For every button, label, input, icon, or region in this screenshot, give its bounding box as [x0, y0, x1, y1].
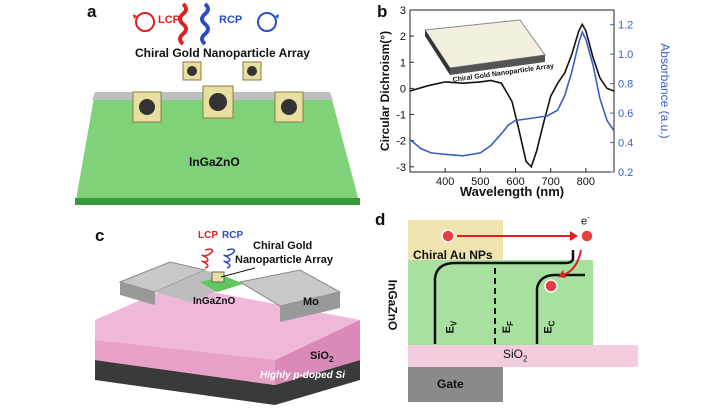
chart-ticks: 400 500 600 700 800 -3 -2 -1 0 1 2 3 0.2 0.4 0.6 0.8 1.0…	[396, 5, 633, 188]
rcp-circular-arrow-icon	[257, 12, 279, 32]
y2-tick-label: 1.0	[618, 49, 633, 61]
array-title-line2: Nanoparticle Array	[235, 254, 334, 266]
oxide-subscript: 2	[328, 355, 334, 365]
electron-icon-free	[580, 229, 594, 243]
y-tick-label: -3	[396, 162, 406, 174]
ec-subscript: C	[547, 320, 557, 327]
sio2-subscript: 2	[523, 354, 528, 364]
np-region	[408, 220, 503, 260]
y-tick-label: 3	[400, 5, 406, 17]
ef-label: EF	[501, 321, 515, 333]
y-tick-label: -2	[396, 136, 406, 148]
panel-b-label: b	[377, 2, 388, 21]
panel-d-label: d	[375, 210, 386, 229]
nanoparticle-cube-5	[242, 61, 262, 81]
electron-text: e	[581, 215, 588, 228]
np-array-square	[211, 271, 225, 283]
y-tick-label: 2	[400, 31, 406, 43]
channel-label: InGaZnO	[193, 296, 236, 307]
electron-icon-np	[441, 229, 455, 243]
y2-tick-label: 0.4	[618, 138, 633, 150]
x-tick-label: 500	[471, 176, 489, 188]
chart-series	[409, 22, 615, 169]
igzo-channel	[200, 276, 243, 292]
lcp-circular-arrow-icon	[133, 12, 155, 32]
ev-subscript: V	[449, 320, 459, 327]
y2-axis-label: Absorbance (a.u.)	[658, 43, 672, 138]
x-tick-label: 400	[436, 176, 454, 188]
y2-tick-label: 0.8	[618, 79, 633, 91]
array-title-line1: Chiral Gold	[253, 240, 313, 252]
inset-illustration	[424, 19, 546, 75]
panel-c-illustration	[95, 248, 360, 405]
panel-a: a LCP RCP Chiral Gold Nanoparticle Array…	[75, 0, 360, 205]
nanoparticle-cube-3	[274, 91, 304, 123]
y2-tick-label: 1.2	[618, 20, 633, 32]
gate-region	[408, 367, 503, 402]
panel-c: c LCP RCP Chiral Gold Nanoparticle Array…	[95, 210, 360, 405]
sio2-label: SiO2	[503, 347, 527, 363]
rcp-label: RCP	[219, 14, 243, 26]
conduction-band	[433, 250, 575, 344]
sio2-layer	[95, 285, 360, 360]
x-tick-label: 700	[542, 176, 560, 188]
oxide-text: SiO	[310, 350, 329, 362]
rcp-label: RCP	[222, 230, 244, 241]
lcp-wave-icon	[178, 2, 188, 46]
electron-icon-band	[544, 279, 558, 293]
absorbance-series-line	[409, 30, 615, 157]
gate-label: Gate	[437, 377, 464, 391]
electron-superscript: -	[587, 213, 590, 222]
panel-a-illustration	[75, 2, 360, 205]
ec-label: EC	[542, 321, 556, 334]
sio2-text: SiO	[503, 347, 524, 361]
valence-band	[535, 273, 585, 344]
panel-c-label: c	[95, 226, 105, 245]
array-title: Chiral Gold Nanoparticle Array	[135, 46, 310, 60]
electrode-label: Mo	[303, 296, 319, 308]
y2-tick-label: 0.2	[618, 167, 633, 179]
lcp-spiral-icon	[201, 248, 214, 269]
sio2-region	[408, 345, 638, 367]
x-axis-label: Wavelength (nm)	[460, 184, 564, 199]
y-tick-label: 1	[400, 57, 406, 69]
band-diagram	[408, 220, 638, 402]
y-tick-label: 0	[400, 83, 406, 95]
nanoparticle-cube-4	[182, 61, 202, 81]
ev-label: EV	[444, 321, 458, 334]
substrate-label: InGaZnO	[189, 155, 240, 169]
rcp-spiral-icon	[223, 248, 236, 269]
ef-subscript: F	[506, 320, 516, 326]
substrate-label: Highly p-doped Si	[260, 370, 345, 381]
nanoparticle-cube-1	[132, 91, 162, 123]
np-label: Chiral Au NPs	[413, 248, 493, 262]
lcp-label: LCP	[158, 14, 180, 26]
ef-text: E	[501, 325, 514, 334]
ev-text: E	[444, 326, 457, 334]
y-axis-label: Circular Dichroism(°)	[378, 31, 392, 151]
y-tick-label: -1	[396, 110, 406, 122]
rcp-wave-icon	[200, 2, 210, 46]
si-substrate-layer	[95, 360, 360, 405]
oxide-label: SiO2	[310, 350, 333, 364]
lcp-label: LCP	[198, 230, 218, 241]
ec-text: E	[542, 326, 555, 334]
y2-tick-label: 0.6	[618, 108, 633, 120]
electron-label: e-	[581, 213, 590, 228]
nanoparticle-cube-2	[202, 85, 234, 119]
x-tick-label: 600	[506, 176, 524, 188]
pointer-line	[220, 267, 256, 278]
panel-a-label: a	[87, 2, 97, 21]
cd-series-line	[409, 22, 615, 169]
panel-d: d e- Chiral Au NPs InGaZnO EV EF EC SiO2…	[375, 210, 675, 405]
igzo-label: InGaZnO	[385, 279, 400, 331]
x-tick-label: 800	[577, 176, 595, 188]
